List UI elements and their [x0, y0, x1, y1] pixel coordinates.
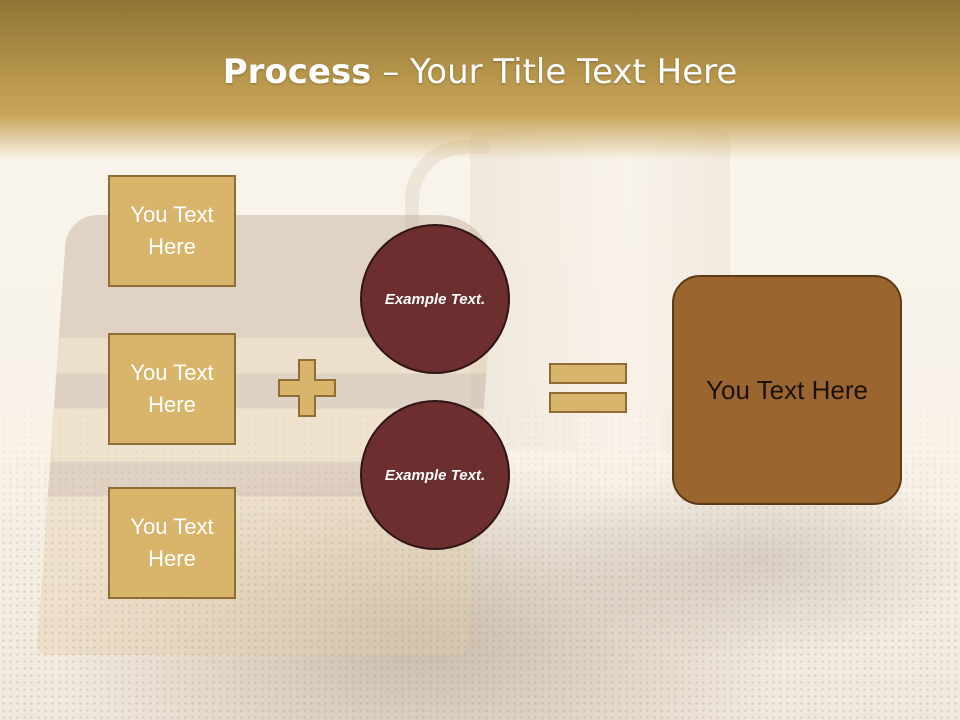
title-banner: [0, 0, 960, 160]
text-box-3[interactable]: You Text Here: [108, 487, 236, 599]
slide-title-rest: – Your Title Text Here: [371, 52, 738, 92]
example-circle-1[interactable]: Example Text.: [360, 224, 510, 374]
slide-title[interactable]: Process – Your Title Text Here: [0, 52, 960, 92]
text-box-2[interactable]: You Text Here: [108, 333, 236, 445]
text-box-1[interactable]: You Text Here: [108, 175, 236, 287]
plus-icon: [278, 359, 336, 417]
slide-title-bold: Process: [222, 52, 372, 92]
result-box[interactable]: You Text Here: [672, 275, 902, 505]
equals-icon: [549, 363, 627, 413]
example-circle-2[interactable]: Example Text.: [360, 400, 510, 550]
